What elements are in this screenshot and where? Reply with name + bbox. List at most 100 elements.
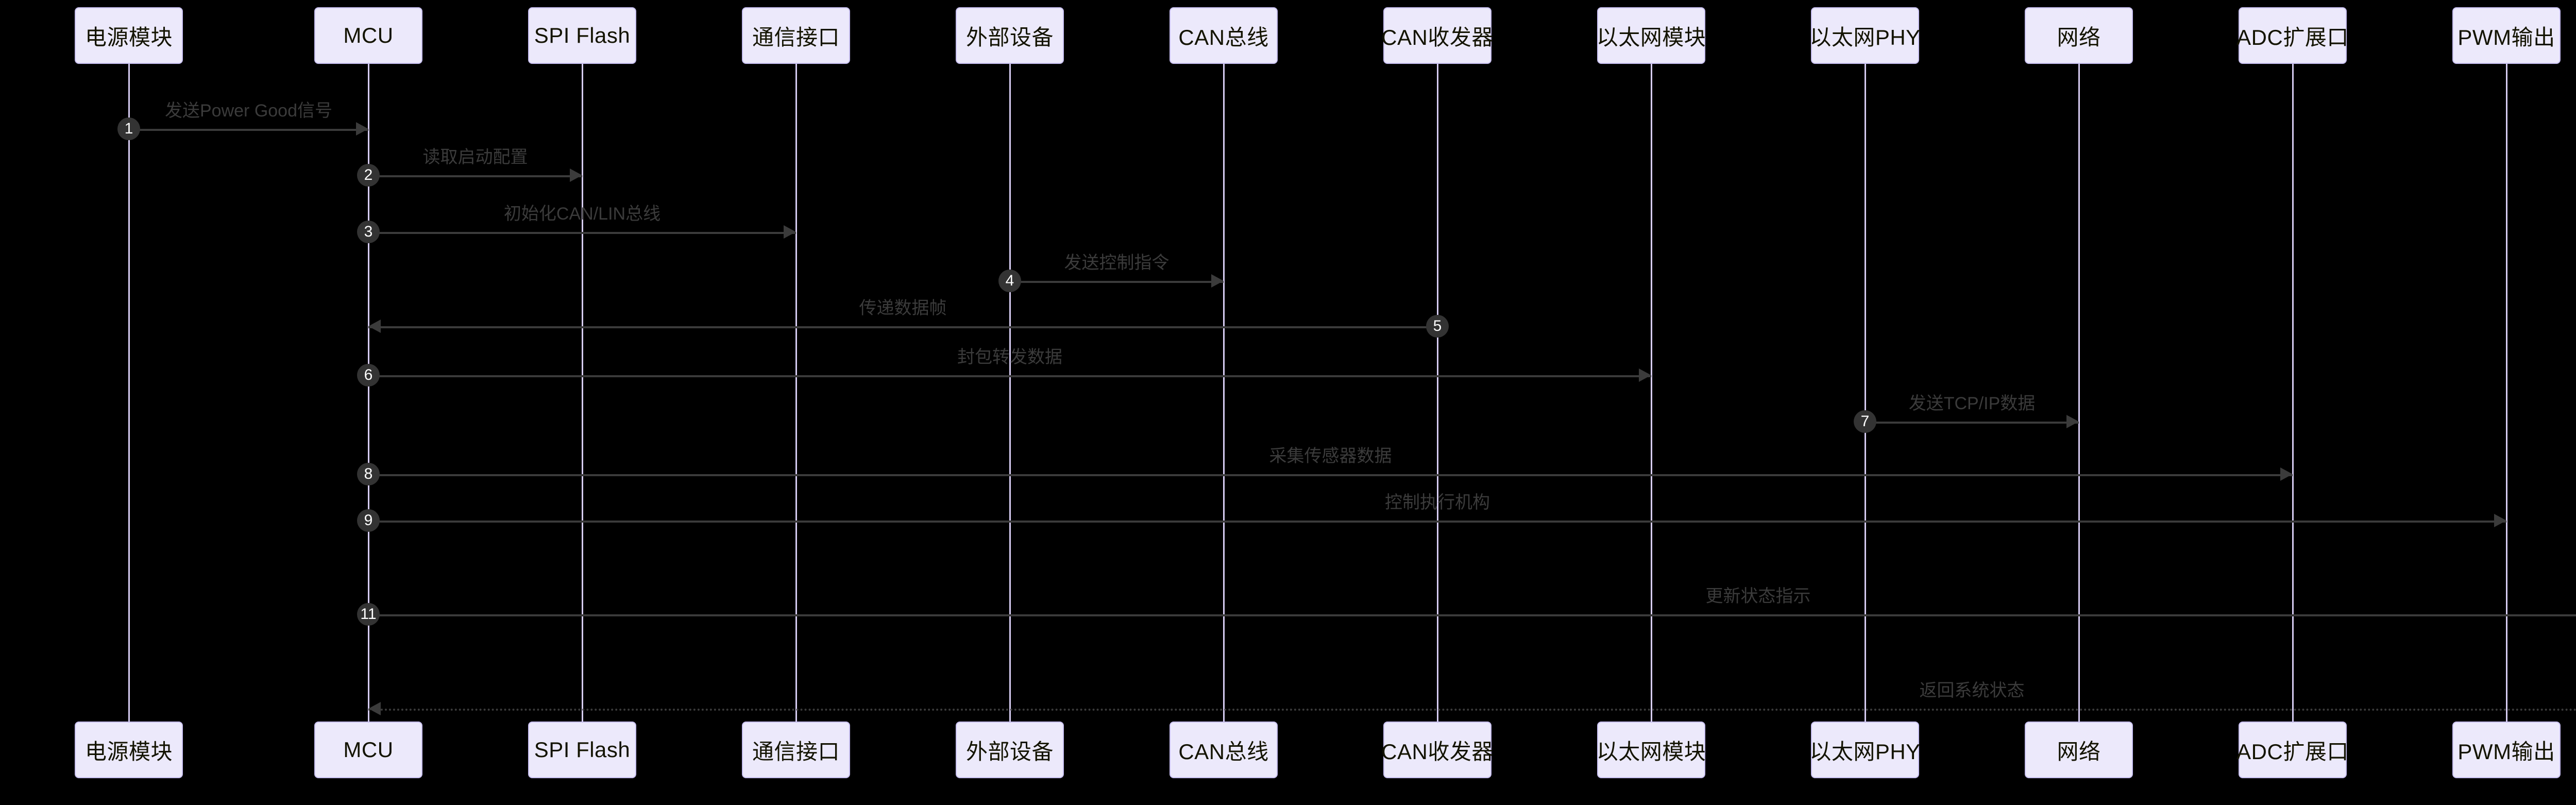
arrowhead-icon bbox=[2066, 415, 2079, 428]
sequence-number-badge: 3 bbox=[357, 221, 380, 243]
participant-ethmod-bottom[interactable]: 以太网模块 bbox=[1596, 722, 1706, 778]
participant-label: CAN收发器 bbox=[1381, 739, 1494, 764]
participant-label: 电源模块 bbox=[84, 25, 173, 49]
participant-ethphy-bottom[interactable]: 以太网PHY bbox=[1809, 722, 1921, 778]
participant-cantrx-bottom[interactable]: CAN收发器 bbox=[1381, 722, 1494, 778]
participant-mcu-top[interactable]: MCU bbox=[314, 7, 422, 64]
arrowhead-icon bbox=[2494, 514, 2506, 527]
message-line bbox=[368, 375, 1651, 377]
message-line bbox=[368, 709, 2576, 711]
lifeline-network bbox=[2078, 64, 2080, 722]
arrowhead-icon bbox=[2280, 467, 2293, 481]
sequence-number-badge: 2 bbox=[357, 164, 380, 187]
message-label: 控制执行机构 bbox=[1385, 493, 1490, 512]
participant-ext-bottom[interactable]: 外部设备 bbox=[956, 722, 1064, 778]
message-label: 传递数据帧 bbox=[859, 298, 947, 318]
lifeline-power bbox=[128, 64, 130, 722]
lifeline-mcu bbox=[368, 64, 369, 722]
participant-power-top[interactable]: 电源模块 bbox=[75, 7, 183, 64]
message-line bbox=[368, 175, 582, 177]
sequence-number-badge: 8 bbox=[357, 463, 380, 485]
sequence-number-badge: 5 bbox=[1426, 315, 1449, 338]
participant-label: MCU bbox=[343, 737, 394, 762]
participant-label: PWM输出 bbox=[2458, 739, 2555, 764]
participant-canbus-top[interactable]: CAN总线 bbox=[1170, 7, 1278, 64]
message-line bbox=[368, 614, 2576, 616]
arrowhead-icon bbox=[570, 169, 582, 182]
participant-label: SPI Flash bbox=[534, 737, 631, 762]
lifeline-ethmod bbox=[1651, 64, 1652, 722]
participant-spi-top[interactable]: SPI Flash bbox=[528, 7, 636, 64]
message-label: 返回系统状态 bbox=[1919, 681, 2025, 700]
participant-adc-top[interactable]: ADC扩展口 bbox=[2236, 7, 2349, 64]
arrowhead-icon bbox=[1211, 274, 1224, 288]
participant-ethphy-top[interactable]: 以太网PHY bbox=[1809, 7, 1921, 64]
message-line bbox=[368, 521, 2506, 523]
participant-label: 通信接口 bbox=[752, 739, 840, 764]
participant-mcu-bottom[interactable]: MCU bbox=[314, 722, 422, 778]
sequence-number-badge: 1 bbox=[117, 118, 140, 140]
message-label: 采集传感器数据 bbox=[1269, 446, 1392, 466]
participant-pwm-top[interactable]: PWM输出 bbox=[2452, 7, 2561, 64]
arrowhead-icon bbox=[368, 320, 381, 333]
participant-ext-top[interactable]: 外部设备 bbox=[956, 7, 1064, 64]
arrowhead-icon bbox=[356, 122, 368, 136]
message-label: 封包转发数据 bbox=[957, 347, 1062, 367]
participant-comm-bottom[interactable]: 通信接口 bbox=[742, 722, 850, 778]
lifeline-spi bbox=[582, 64, 583, 722]
participant-label: 以太网PHY bbox=[1809, 739, 1921, 764]
sequence-number-badge: 6 bbox=[357, 364, 380, 387]
message-label: 发送Power Good信号 bbox=[165, 101, 332, 121]
sequence-number-badge: 9 bbox=[357, 509, 380, 532]
arrowhead-icon bbox=[1639, 368, 1651, 382]
lifeline-ext bbox=[1009, 64, 1011, 722]
participant-label: 以太网模块 bbox=[1596, 739, 1706, 764]
participant-spi-bottom[interactable]: SPI Flash bbox=[528, 722, 636, 778]
participant-canbus-bottom[interactable]: CAN总线 bbox=[1170, 722, 1278, 778]
sequence-number-badge: 7 bbox=[1854, 410, 1876, 433]
participant-label: 电源模块 bbox=[84, 739, 173, 764]
message-line bbox=[368, 474, 2293, 476]
message-label: 更新状态指示 bbox=[1705, 586, 1811, 606]
sequence-number-badge: 11 bbox=[357, 603, 380, 626]
participant-label: SPI Flash bbox=[534, 23, 631, 47]
lifeline-adc bbox=[2292, 64, 2294, 722]
sequence-number-badge: 4 bbox=[998, 270, 1021, 292]
participant-label: 外部设备 bbox=[965, 25, 1054, 49]
participant-adc-bottom[interactable]: ADC扩展口 bbox=[2236, 722, 2349, 778]
message-label: 发送TCP/IP数据 bbox=[1908, 394, 2036, 413]
lifeline-canbus bbox=[1223, 64, 1225, 722]
participant-label: MCU bbox=[343, 23, 394, 47]
participant-ethmod-top[interactable]: 以太网模块 bbox=[1596, 7, 1706, 64]
participant-label: 以太网模块 bbox=[1596, 25, 1706, 49]
lifeline-pwm bbox=[2506, 64, 2507, 722]
participant-label: CAN总线 bbox=[1178, 25, 1269, 49]
message-label: 初始化CAN/LIN总线 bbox=[503, 204, 661, 224]
message-line bbox=[129, 129, 368, 131]
participant-pwm-bottom[interactable]: PWM输出 bbox=[2452, 722, 2561, 778]
participant-cantrx-top[interactable]: CAN收发器 bbox=[1381, 7, 1494, 64]
arrowhead-icon bbox=[368, 702, 381, 715]
lifeline-ethphy bbox=[1865, 64, 1866, 722]
participant-label: 网络 bbox=[2057, 25, 2101, 49]
participant-power-bottom[interactable]: 电源模块 bbox=[75, 722, 183, 778]
participant-comm-top[interactable]: 通信接口 bbox=[742, 7, 850, 64]
participant-label: PWM输出 bbox=[2458, 25, 2555, 49]
message-line bbox=[368, 232, 796, 234]
participant-label: 网络 bbox=[2057, 739, 2101, 764]
participant-label: 通信接口 bbox=[752, 25, 840, 49]
arrowhead-icon bbox=[784, 225, 796, 239]
lifeline-cantrx bbox=[1437, 64, 1438, 722]
message-label: 读取启动配置 bbox=[422, 147, 528, 167]
participant-network-bottom[interactable]: 网络 bbox=[2025, 722, 2133, 778]
message-line bbox=[1010, 281, 1224, 283]
message-line bbox=[368, 326, 1437, 328]
participant-label: 以太网PHY bbox=[1809, 25, 1921, 49]
message-label: 发送控制指令 bbox=[1064, 253, 1170, 273]
participant-label: CAN收发器 bbox=[1381, 25, 1494, 49]
participant-network-top[interactable]: 网络 bbox=[2025, 7, 2133, 64]
participant-label: CAN总线 bbox=[1178, 739, 1269, 764]
participant-label: ADC扩展口 bbox=[2236, 25, 2349, 49]
participant-label: ADC扩展口 bbox=[2236, 739, 2349, 764]
